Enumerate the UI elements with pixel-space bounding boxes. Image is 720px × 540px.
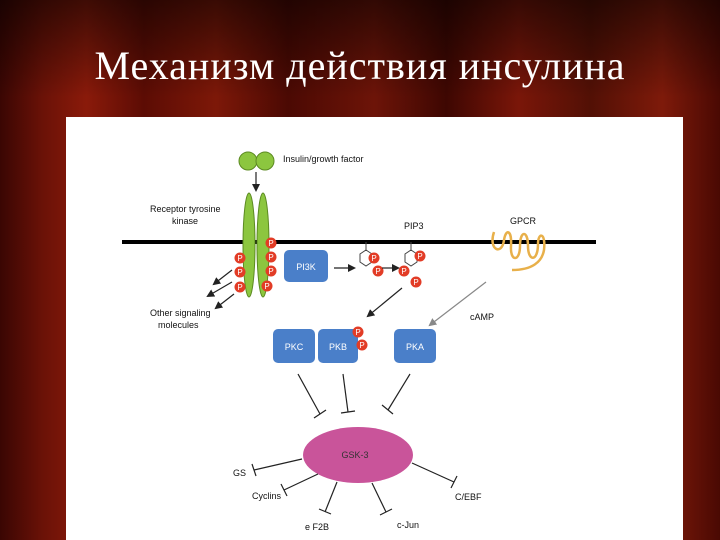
svg-text:P: P <box>375 267 380 276</box>
inhibition-to-gsk3 <box>297 373 411 419</box>
pkb-box <box>318 329 358 363</box>
target-cebf: C/EBF <box>455 492 482 502</box>
svg-text:P: P <box>417 252 422 261</box>
pkc-box <box>273 329 315 363</box>
target-gs: GS <box>233 468 246 478</box>
svg-text:P: P <box>237 268 242 277</box>
svg-text:P: P <box>359 341 364 350</box>
pip2-molecule: P P <box>359 242 384 277</box>
pka-box <box>394 329 436 363</box>
gpcr-receptor <box>491 231 546 272</box>
pi3k-box <box>284 250 328 282</box>
gsk3-inhibition-lines <box>251 458 458 516</box>
target-cjun: c-Jun <box>397 520 419 530</box>
receptor-tyrosine-kinase <box>242 192 270 298</box>
gsk3-label: GSK-3 <box>341 450 368 460</box>
pi3k-label: PI3K <box>296 262 316 272</box>
svg-text:P: P <box>237 254 242 263</box>
svg-text:P: P <box>264 282 269 291</box>
gpcr-label: GPCR <box>510 216 537 226</box>
receptor-phosphates: P P P P P P P <box>234 237 277 293</box>
insulin-ligand <box>238 151 275 171</box>
svg-text:P: P <box>355 328 360 337</box>
ligand-label: Insulin/growth factor <box>283 154 364 164</box>
other-signaling-line1: Other signaling <box>150 308 211 318</box>
pkb-label: PKB <box>329 342 347 352</box>
svg-text:P: P <box>268 267 273 276</box>
other-signaling-arrows <box>206 269 235 310</box>
camp-arrow <box>428 281 487 327</box>
target-e2f: e F2B <box>305 522 329 532</box>
pkb-phosphates: P P <box>352 326 368 351</box>
camp-label: cAMP <box>470 312 494 322</box>
svg-text:P: P <box>401 267 406 276</box>
pka-label: PKA <box>406 342 424 352</box>
svg-text:P: P <box>413 278 418 287</box>
pip3-molecule: P P P <box>398 242 426 288</box>
slide-title: Механизм действия инсулина <box>94 43 626 88</box>
pkc-label: PKC <box>285 342 304 352</box>
receptor-label-line2: kinase <box>172 216 198 226</box>
pip3-to-pkb-arrow <box>366 287 403 318</box>
gsk3-node <box>303 427 413 483</box>
svg-text:P: P <box>371 254 376 263</box>
svg-text:P: P <box>237 283 242 292</box>
svg-text:P: P <box>268 239 273 248</box>
pip3-label: PIP3 <box>404 221 424 231</box>
svg-text:P: P <box>268 253 273 262</box>
other-signaling-line2: molecules <box>158 320 199 330</box>
target-cyclins: Cyclins <box>252 491 282 501</box>
receptor-label-line1: Receptor tyrosine <box>150 204 221 214</box>
